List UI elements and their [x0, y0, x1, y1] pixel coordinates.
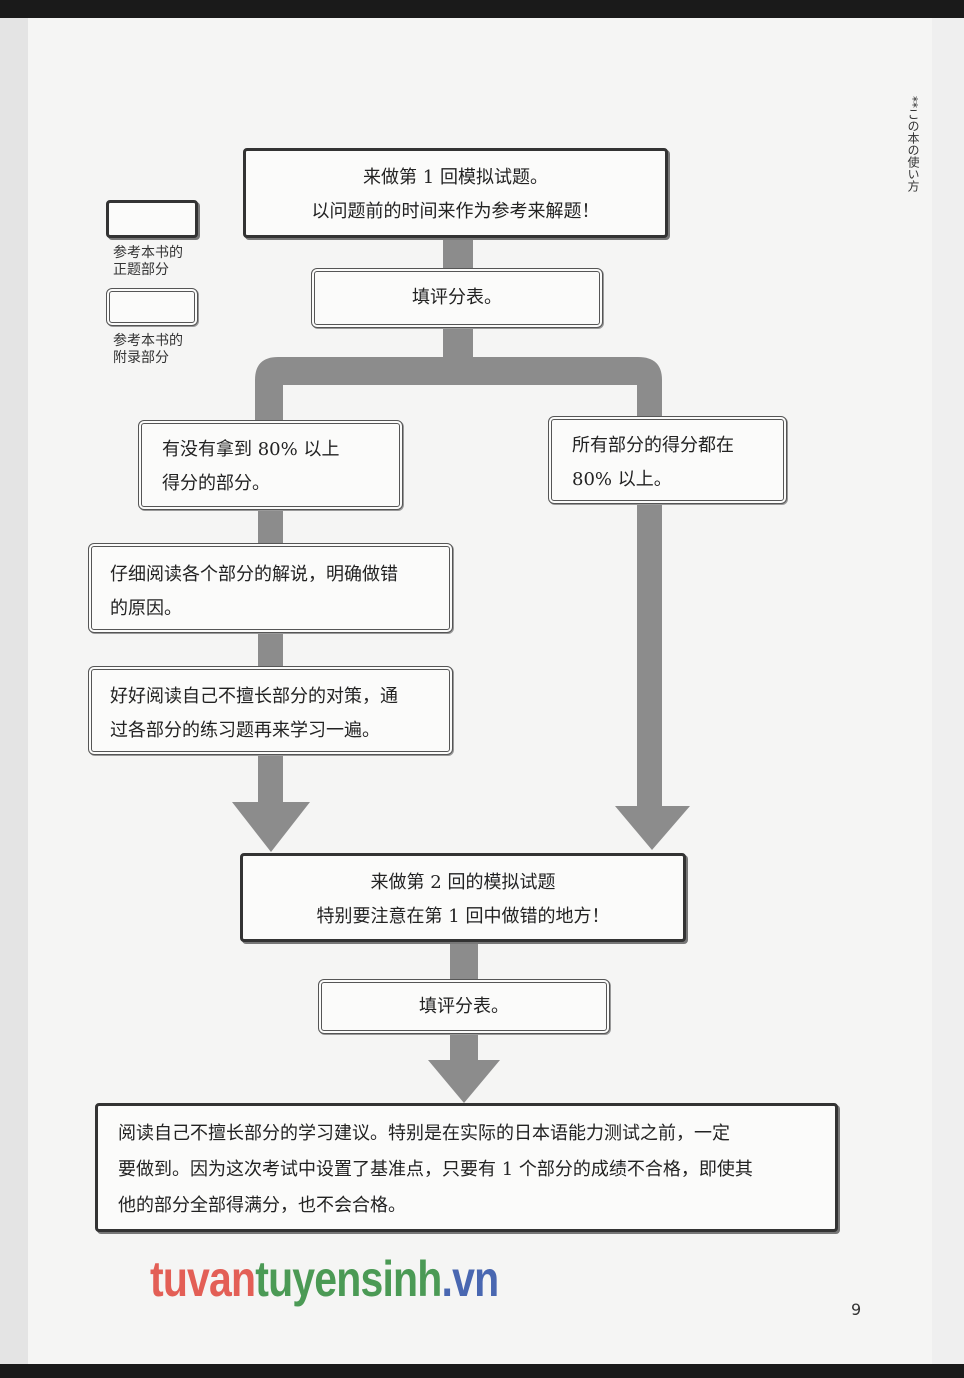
side-header: **この本の使い方	[906, 96, 920, 192]
watermark-logo: tuvantuyensinh.vn	[150, 1250, 500, 1308]
legend-appendix-box	[106, 288, 198, 326]
watermark-part2: tuyensinh	[255, 1251, 442, 1307]
score2-box: 填评分表。	[318, 979, 610, 1034]
score1-text: 填评分表。	[412, 287, 502, 308]
connector-left-1	[258, 508, 283, 546]
review-line1: 仔细阅读各个部分的解说，明确做错	[110, 564, 398, 585]
connector-right	[637, 502, 662, 808]
review-box: 仔细阅读各个部分的解说，明确做错 的原因。	[88, 543, 453, 633]
connector-split	[255, 357, 662, 420]
connector-top	[443, 236, 473, 270]
branch-left-line1: 有没有拿到 80% 以上	[162, 439, 340, 460]
legend-appendix-label: 参考本书的 附录部分	[113, 333, 183, 366]
branch-right-line1: 所有部分的得分都在	[572, 435, 734, 456]
step2-box: 来做第 2 回的模拟试题 特别要注意在第 1 回中做错的地方！	[240, 853, 686, 942]
review-line2: 的原因。	[110, 598, 182, 619]
practice-line2: 过各部分的练习题再来学习一遍。	[110, 720, 380, 741]
arrow-final-down	[428, 1060, 500, 1103]
connector-left-2	[258, 631, 283, 669]
watermark-part1: tuvan	[150, 1251, 256, 1307]
arrow-left-down	[232, 802, 310, 852]
final-line2: 要做到。因为这次考试中设置了基准点，只要有 1 个部分的成绩不合格，即使其	[118, 1159, 753, 1180]
watermark-part3: .vn	[441, 1251, 500, 1307]
page-right-edge	[932, 18, 964, 1364]
practice-box: 好好阅读自己不擅长部分的对策，通 过各部分的练习题再来学习一遍。	[88, 666, 453, 755]
step1-line2: 以问题前的时间来作为参考来解题！	[311, 201, 600, 222]
final-box: 阅读自己不擅长部分的学习建议。特别是在实际的日本语能力测试之前，一定 要做到。因…	[95, 1103, 838, 1232]
step2-line2: 特别要注意在第 1 回中做错的地方！	[316, 906, 610, 927]
branch-left-line2: 得分的部分。	[162, 473, 270, 494]
final-line3: 他的部分全部得满分，也不会合格。	[118, 1195, 406, 1216]
connector-score2	[450, 1032, 478, 1062]
legend-main-box	[106, 200, 198, 238]
page-number: 9	[851, 1300, 862, 1319]
connector-step2	[450, 940, 478, 982]
step1-line1: 来做第 1 回模拟试题。	[363, 167, 548, 188]
arrow-right-down	[615, 806, 690, 850]
legend-main-label: 参考本书的 正题部分	[113, 245, 183, 278]
final-line1: 阅读自己不擅长部分的学习建议。特别是在实际的日本语能力测试之前，一定	[118, 1123, 730, 1144]
branch-right-line2: 80% 以上。	[572, 469, 672, 490]
step1-box: 来做第 1 回模拟试题。 以问题前的时间来作为参考来解题！	[243, 148, 668, 238]
connector-mid	[443, 326, 473, 360]
score2-text: 填评分表。	[419, 996, 509, 1017]
step2-line1: 来做第 2 回的模拟试题	[370, 872, 556, 893]
page-left-edge	[0, 18, 28, 1364]
practice-line1: 好好阅读自己不擅长部分的对策，通	[110, 686, 398, 707]
score1-box: 填评分表。	[311, 268, 603, 328]
branch-right-box: 所有部分的得分都在 80% 以上。	[548, 416, 787, 504]
connector-left-3	[258, 753, 283, 803]
branch-left-box: 有没有拿到 80% 以上 得分的部分。	[138, 420, 403, 510]
